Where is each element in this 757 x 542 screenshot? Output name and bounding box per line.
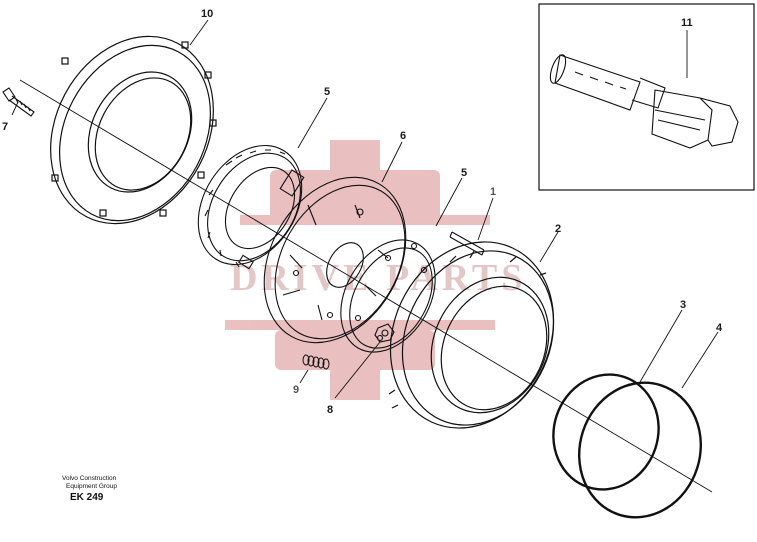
part-10-plate <box>50 35 217 225</box>
caption-line-2: Equipment Group <box>66 483 117 490</box>
part-1-pin <box>449 231 485 256</box>
caption-code: EK 249 <box>70 492 104 503</box>
part-4-oring <box>577 381 703 519</box>
callout-3: 3 <box>680 299 686 311</box>
part-5-hub-ring <box>197 144 305 270</box>
callout-2: 2 <box>555 223 561 235</box>
callout-8: 8 <box>327 404 333 416</box>
part-11-valve <box>549 54 739 149</box>
callout-4: 4 <box>716 322 723 334</box>
callout-10: 10 <box>201 8 213 20</box>
part-8-nut <box>374 323 395 343</box>
callout-11: 11 <box>681 17 693 29</box>
callout-1: 1 <box>490 186 496 198</box>
caption-line-1: Volvo Construction <box>62 475 117 482</box>
callout-9: 9 <box>293 384 299 396</box>
part-2-piston <box>388 241 555 429</box>
watermark-text: DRIVE PARTS <box>230 257 526 299</box>
part-7-bolt <box>2 87 35 117</box>
part-6-disc <box>263 176 407 344</box>
part-9-spring <box>302 354 330 370</box>
part-5-ring <box>340 239 436 353</box>
leader-lines <box>11 19 719 399</box>
callout-5-left: 5 <box>324 86 330 98</box>
assembly-axis <box>19 79 713 493</box>
inset-box: 11 <box>538 3 755 191</box>
callout-5-right: 5 <box>461 167 467 179</box>
callout-7: 7 <box>2 121 8 133</box>
callout-6: 6 <box>400 130 406 142</box>
